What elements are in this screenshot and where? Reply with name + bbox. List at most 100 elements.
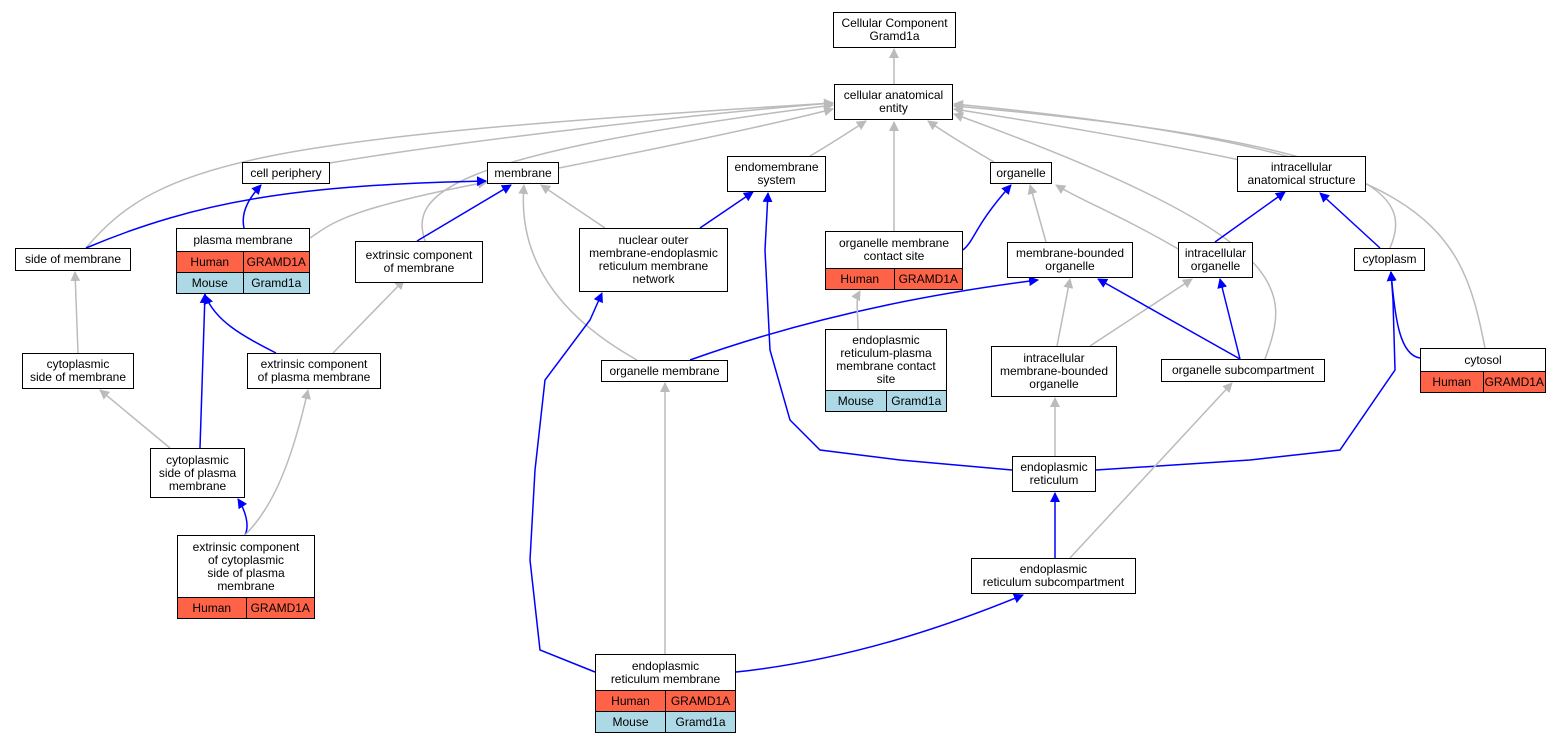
edge-nucouter-to-membrane-is-a — [540, 184, 606, 229]
edge-orgcontact-to-organelle-part-of — [962, 184, 1012, 251]
node-cellper[interactable]: cell periphery — [242, 162, 330, 184]
node-label: extrinsic component of membrane — [365, 248, 473, 275]
edge-er-to-endosys-part-of — [762, 192, 1013, 471]
node-intraanat[interactable]: intracellular anatomical structure — [1237, 156, 1366, 192]
edge-extcytside-to-extplasma-is-a — [244, 389, 311, 536]
edge-extcytside-to-cytsideplasma-part-of — [237, 498, 248, 536]
node-label: organelle — [996, 165, 1046, 180]
node-membound[interactable]: membrane-bounded organelle — [1007, 242, 1133, 278]
edge-intraanat-to-cae-is-a — [953, 105, 1241, 161]
node-intraorg[interactable]: intracellular organelle — [1178, 242, 1253, 278]
node-organelle[interactable]: organelle — [990, 162, 1052, 184]
node-label: side of membrane — [24, 252, 122, 266]
node-label: extrinsic component of plasma membrane — [257, 357, 371, 384]
edge-ermem-to-nucouter-part-of — [529, 292, 603, 673]
gene-cell: GRAMD1A — [893, 269, 963, 289]
annotation-row-human: Human GRAMD1A — [596, 690, 735, 711]
node-erpmcontact[interactable]: endoplasmic reticulum-plasma membrane co… — [825, 329, 947, 412]
edge-cytoplasm-to-intraanat-part-of — [1319, 192, 1381, 249]
species-cell: Mouse — [612, 714, 649, 729]
gene-cell: GRAMD1A — [242, 252, 310, 272]
edge-organelle-to-cae-is-a — [927, 120, 995, 163]
node-cytside[interactable]: cytoplasmic side of membrane — [22, 353, 134, 389]
gene-cell: GRAMD1A — [245, 598, 315, 618]
node-cytsideplasma[interactable]: cytoplasmic side of plasma membrane — [150, 448, 245, 498]
node-label: membrane-bounded organelle — [1015, 246, 1125, 273]
species-cell: Mouse — [191, 275, 228, 290]
node-ersub[interactable]: endoplasmic reticulum subcompartment — [971, 558, 1136, 594]
node-root[interactable]: Cellular Component Gramd1a — [833, 12, 956, 48]
edge-extplasma-to-plasmamem-part-of — [203, 294, 277, 354]
node-label: membrane — [494, 165, 552, 180]
node-label: endoplasmic reticulum — [1020, 460, 1088, 487]
node-extcytside[interactable]: extrinsic component of cytoplasmic side … — [177, 535, 315, 619]
node-extcomp[interactable]: extrinsic component of membrane — [355, 241, 483, 283]
edge-sidemem-to-cae-is-a — [85, 98, 834, 249]
edge-orgsub-to-cae-is-a — [953, 112, 1277, 360]
node-label: cellular anatomical entity — [843, 88, 944, 115]
edge-nucouter-to-endosys-part-of — [699, 191, 754, 229]
node-label: plasma membrane — [193, 232, 293, 247]
node-label: organelle membrane — [609, 363, 720, 378]
edge-extplasma-to-extcomp-is-a — [332, 279, 405, 354]
node-label: endoplasmic reticulum membrane — [610, 658, 721, 686]
node-er[interactable]: endoplasmic reticulum — [1012, 456, 1096, 492]
node-endosys[interactable]: endomembrane system — [727, 156, 826, 192]
node-label: endomembrane system — [734, 160, 819, 187]
edge-orgmem-to-membrane-is-a — [518, 184, 638, 361]
edge-intramembound-to-membound-is-a — [1056, 278, 1074, 347]
node-nucouter[interactable]: nuclear outer membrane-endoplasmic retic… — [579, 228, 728, 292]
edge-sidemem-to-membrane-part-of — [85, 176, 487, 249]
edge-cytside-to-sidemem-is-a — [70, 271, 81, 354]
node-label: endoplasmic reticulum-plasma membrane co… — [836, 333, 936, 386]
node-label: intracellular membrane-bounded organelle — [999, 351, 1109, 391]
edge-ersub-to-orgsub-is-a — [1069, 382, 1233, 559]
edge-cytsideplasma-to-plasmamem-part-of — [199, 293, 210, 449]
node-intramembound[interactable]: intracellular membrane-bounded organelle — [991, 346, 1117, 397]
edge-intramembound-to-intraorg-is-a — [1089, 278, 1193, 347]
edge-orgsub-to-intraorg-part-of — [1217, 278, 1241, 360]
annotation-row-mouse: Mouse Gramd1a — [826, 390, 946, 411]
edge-endosys-to-cae-is-a — [809, 120, 867, 157]
node-orgsub[interactable]: organelle subcompartment — [1161, 359, 1325, 382]
edge-cytsideplasma-to-cytside-is-a — [99, 389, 171, 449]
species-cell: Human — [1432, 374, 1472, 389]
node-label: cytoplasmic side of membrane — [29, 357, 127, 384]
node-label: cytosol — [1464, 352, 1502, 367]
species-cell: Human — [611, 693, 650, 708]
node-label: endoplasmic reticulum subcompartment — [982, 562, 1125, 589]
node-label: nuclear outer membrane-endoplasmic retic… — [589, 233, 718, 286]
node-membrane[interactable]: membrane — [487, 162, 559, 184]
node-extplasma[interactable]: extrinsic component of plasma membrane — [247, 353, 381, 389]
species-cell: Mouse — [837, 393, 874, 408]
edge-orgsub-to-membound-part-of — [1097, 278, 1241, 360]
gene-cell: GRAMD1A — [665, 691, 735, 711]
edge-plasmamem-to-membrane-is-a — [309, 178, 488, 239]
node-label: extrinsic component of cytoplasmic side … — [192, 539, 300, 593]
gene-cell: Gramd1a — [885, 391, 947, 411]
node-sidemem[interactable]: side of membrane — [15, 248, 131, 271]
node-label: intracellular organelle — [1184, 246, 1247, 273]
node-label: organelle subcompartment — [1171, 363, 1315, 377]
node-orgmem[interactable]: organelle membrane — [601, 360, 728, 382]
node-cytoplasm[interactable]: cytoplasm — [1354, 248, 1425, 271]
node-cae[interactable]: cellular anatomical entity — [834, 84, 953, 120]
edge-plasmamem-to-cellper-part-of — [242, 184, 262, 229]
gene-cell: Gramd1a — [665, 712, 735, 732]
edge-extcomp-to-cae-is-a — [421, 101, 834, 242]
edge-cytosol-to-cytoplasm-part-of — [1386, 271, 1421, 359]
edge-cellper-to-cae-is-a — [329, 98, 834, 164]
node-label: cytoplasm — [1362, 252, 1417, 266]
edge-intraorg-to-intraanat-part-of — [1214, 191, 1286, 243]
node-label: organelle membrane contact site — [838, 236, 950, 263]
edge-er-to-cytoplasm-part-of — [1095, 271, 1397, 471]
